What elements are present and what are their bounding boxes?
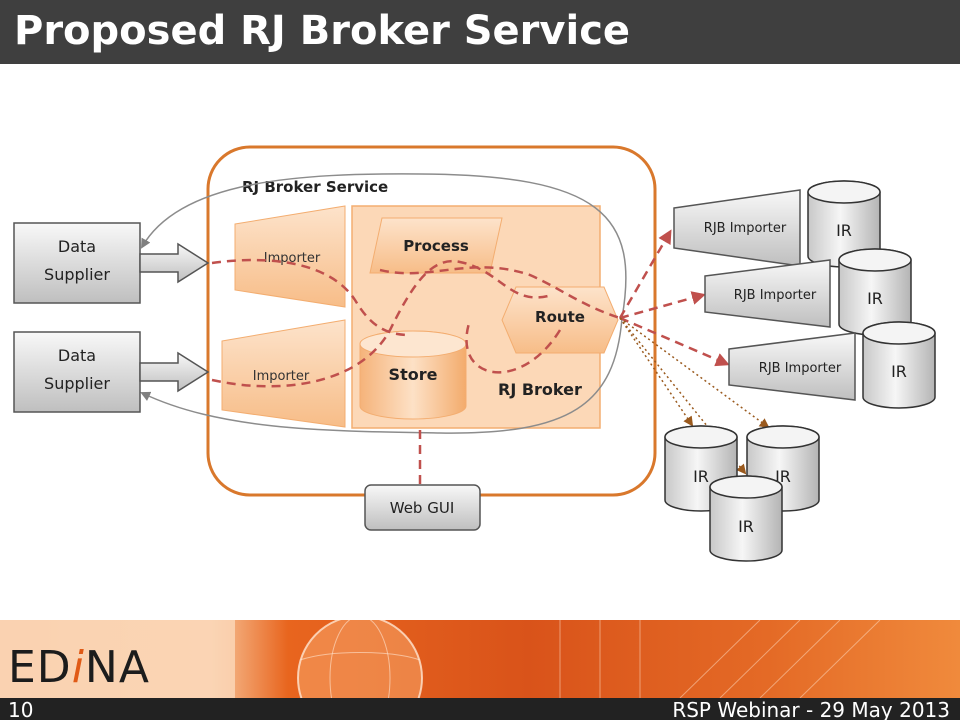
rjb-importer-shape <box>704 259 831 328</box>
data-supplier-box-bottom <box>13 331 141 413</box>
process-shape <box>369 217 503 274</box>
repository-label: IR <box>775 467 791 486</box>
repository-label: IR <box>693 467 709 486</box>
route-label: Route <box>535 308 585 326</box>
edina-logo: EDiNA <box>8 642 150 693</box>
store-label: Store <box>389 365 438 384</box>
web-gui-label: Web GUI <box>390 499 455 517</box>
repository-label: IR <box>891 362 907 381</box>
footer-bar: 10 RSP Webinar - 29 May 2013 <box>0 698 960 722</box>
repository-cylinder: IR <box>807 180 881 268</box>
data-supplier-label-line2: Supplier <box>44 374 110 393</box>
store-cylinder-top <box>359 330 467 358</box>
importer-shape-top <box>234 205 346 308</box>
route-output-arrows <box>618 229 730 367</box>
title-bar: Proposed RJ Broker Service <box>0 0 960 64</box>
importer-shape-bottom <box>221 319 346 428</box>
supplier-arrow-bottom <box>139 351 210 393</box>
data-supplier-label-line1: Data <box>58 346 96 365</box>
rj-broker-diagram: RJ Broker Service RJ Broker Importer Imp… <box>13 145 936 562</box>
repository-label: IR <box>836 221 852 240</box>
repository-cylinder: IR <box>838 248 912 336</box>
footer-event-text: RSP Webinar - 29 May 2013 <box>672 698 950 722</box>
data-supplier-label-line1: Data <box>58 237 96 256</box>
feedback-loop-bottom <box>140 317 623 434</box>
slide-number: 10 <box>8 698 34 722</box>
importer-label: Importer <box>253 369 310 384</box>
rjb-importer-shape <box>728 332 856 401</box>
footer-banner: EDiNA <box>0 620 960 698</box>
rjb-importer-label: RJB Importer <box>759 361 842 376</box>
slide-title: Proposed RJ Broker Service <box>14 8 631 54</box>
feedback-loop-top <box>141 173 627 319</box>
repository-cylinder: IR <box>709 475 783 562</box>
supplier-arrow-top <box>139 242 210 284</box>
repository-label: IR <box>738 517 754 536</box>
route-shape <box>501 286 619 354</box>
rj-broker-label: RJ Broker <box>498 380 582 399</box>
web-gui-box <box>364 484 481 531</box>
data-supplier-box-top <box>13 222 141 304</box>
repository-label: IR <box>867 289 883 308</box>
data-supplier-label-line2: Supplier <box>44 265 110 284</box>
process-label: Process <box>403 237 469 255</box>
rjb-importer-label: RJB Importer <box>704 221 787 236</box>
rjb-importer-label: RJB Importer <box>734 288 817 303</box>
repository-cylinder: IR <box>862 321 936 409</box>
decorative-pattern <box>559 620 881 698</box>
rj-broker-service-label: RJ Broker Service <box>242 178 388 196</box>
globe-graphic <box>297 620 423 698</box>
internal-flow-lines <box>211 258 621 485</box>
